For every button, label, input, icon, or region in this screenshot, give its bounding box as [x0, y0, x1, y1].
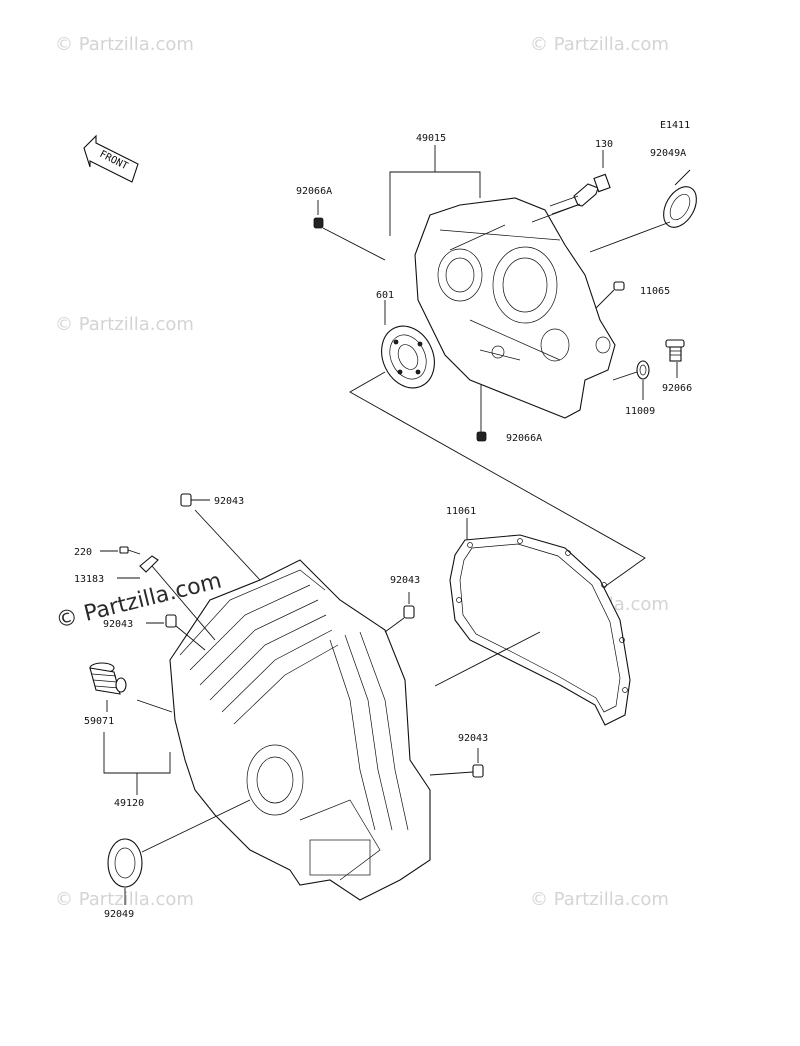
- part-label-49120: 49120: [114, 798, 144, 809]
- part-label-92043-a: 92043: [214, 496, 244, 507]
- leader-line: [589, 221, 671, 253]
- watermark: © Partzilla.com: [55, 889, 194, 910]
- leader-line: [595, 289, 615, 309]
- part-label-92066a-top: 92066A: [296, 186, 332, 197]
- dowel-92043-right: [403, 605, 415, 619]
- part-label-13183: 13183: [74, 574, 104, 585]
- leader-line: [136, 699, 173, 713]
- part-label-11065: 11065: [640, 286, 670, 297]
- part-label-92049a: 92049A: [650, 148, 686, 159]
- part-label-130: 130: [595, 139, 613, 150]
- part-label-92066: 92066: [662, 383, 692, 394]
- plate-13183: [139, 555, 216, 641]
- washer-11009: [636, 360, 650, 380]
- watermark: © Partzilla.com: [55, 314, 194, 335]
- part-label-601: 601: [376, 290, 394, 301]
- oil-seal-92049: [107, 838, 143, 888]
- leader-line: [349, 371, 646, 591]
- leader-line: [429, 771, 474, 776]
- part-label-11009: 11009: [625, 406, 655, 417]
- ref-code: E1411: [660, 120, 690, 131]
- crankcase-body: [169, 559, 431, 901]
- leader-line: [175, 625, 206, 651]
- part-label-59071: 59071: [84, 716, 114, 727]
- part-label-92043-c: 92043: [390, 575, 420, 586]
- part-label-92043-b: 92043: [103, 619, 133, 630]
- watermark: © Partzilla.com: [55, 34, 194, 55]
- cap-11065: [613, 281, 625, 291]
- bolt-130: [531, 173, 611, 223]
- leader-line: [141, 799, 251, 853]
- leader-line: [194, 509, 261, 581]
- plug-92066a-top: [313, 217, 324, 229]
- part-label-49015: 49015: [416, 133, 446, 144]
- dowel-92043-top: [180, 493, 192, 507]
- leader-line: [612, 371, 638, 381]
- oil-seal-92049a: [663, 169, 697, 228]
- part-label-220: 220: [74, 547, 92, 558]
- part-label-92049: 92049: [104, 909, 134, 920]
- watermark: © Partzilla.com: [530, 889, 669, 910]
- leader-line: [322, 227, 386, 261]
- part-label-11061: 11061: [446, 506, 476, 517]
- watermark: © Partzilla.com: [530, 34, 669, 55]
- leader-line: [384, 617, 405, 633]
- spring-59071: [89, 662, 127, 695]
- plug-92066a-bottom: [476, 431, 487, 442]
- gasket-11061: [449, 534, 631, 726]
- dowel-92043-left: [165, 614, 177, 628]
- crankcase-cover: [414, 197, 616, 419]
- plug-92066: [665, 339, 685, 362]
- screw-220: [119, 546, 141, 555]
- bearing-601: [381, 325, 435, 389]
- leader-line: [103, 732, 171, 774]
- leader-line: [434, 631, 541, 687]
- dowel-92043-lower: [472, 764, 484, 778]
- front-arrow-icon: FRONT: [83, 134, 139, 183]
- part-label-92066a-bottom: 92066A: [506, 433, 542, 444]
- part-label-92043-d: 92043: [458, 733, 488, 744]
